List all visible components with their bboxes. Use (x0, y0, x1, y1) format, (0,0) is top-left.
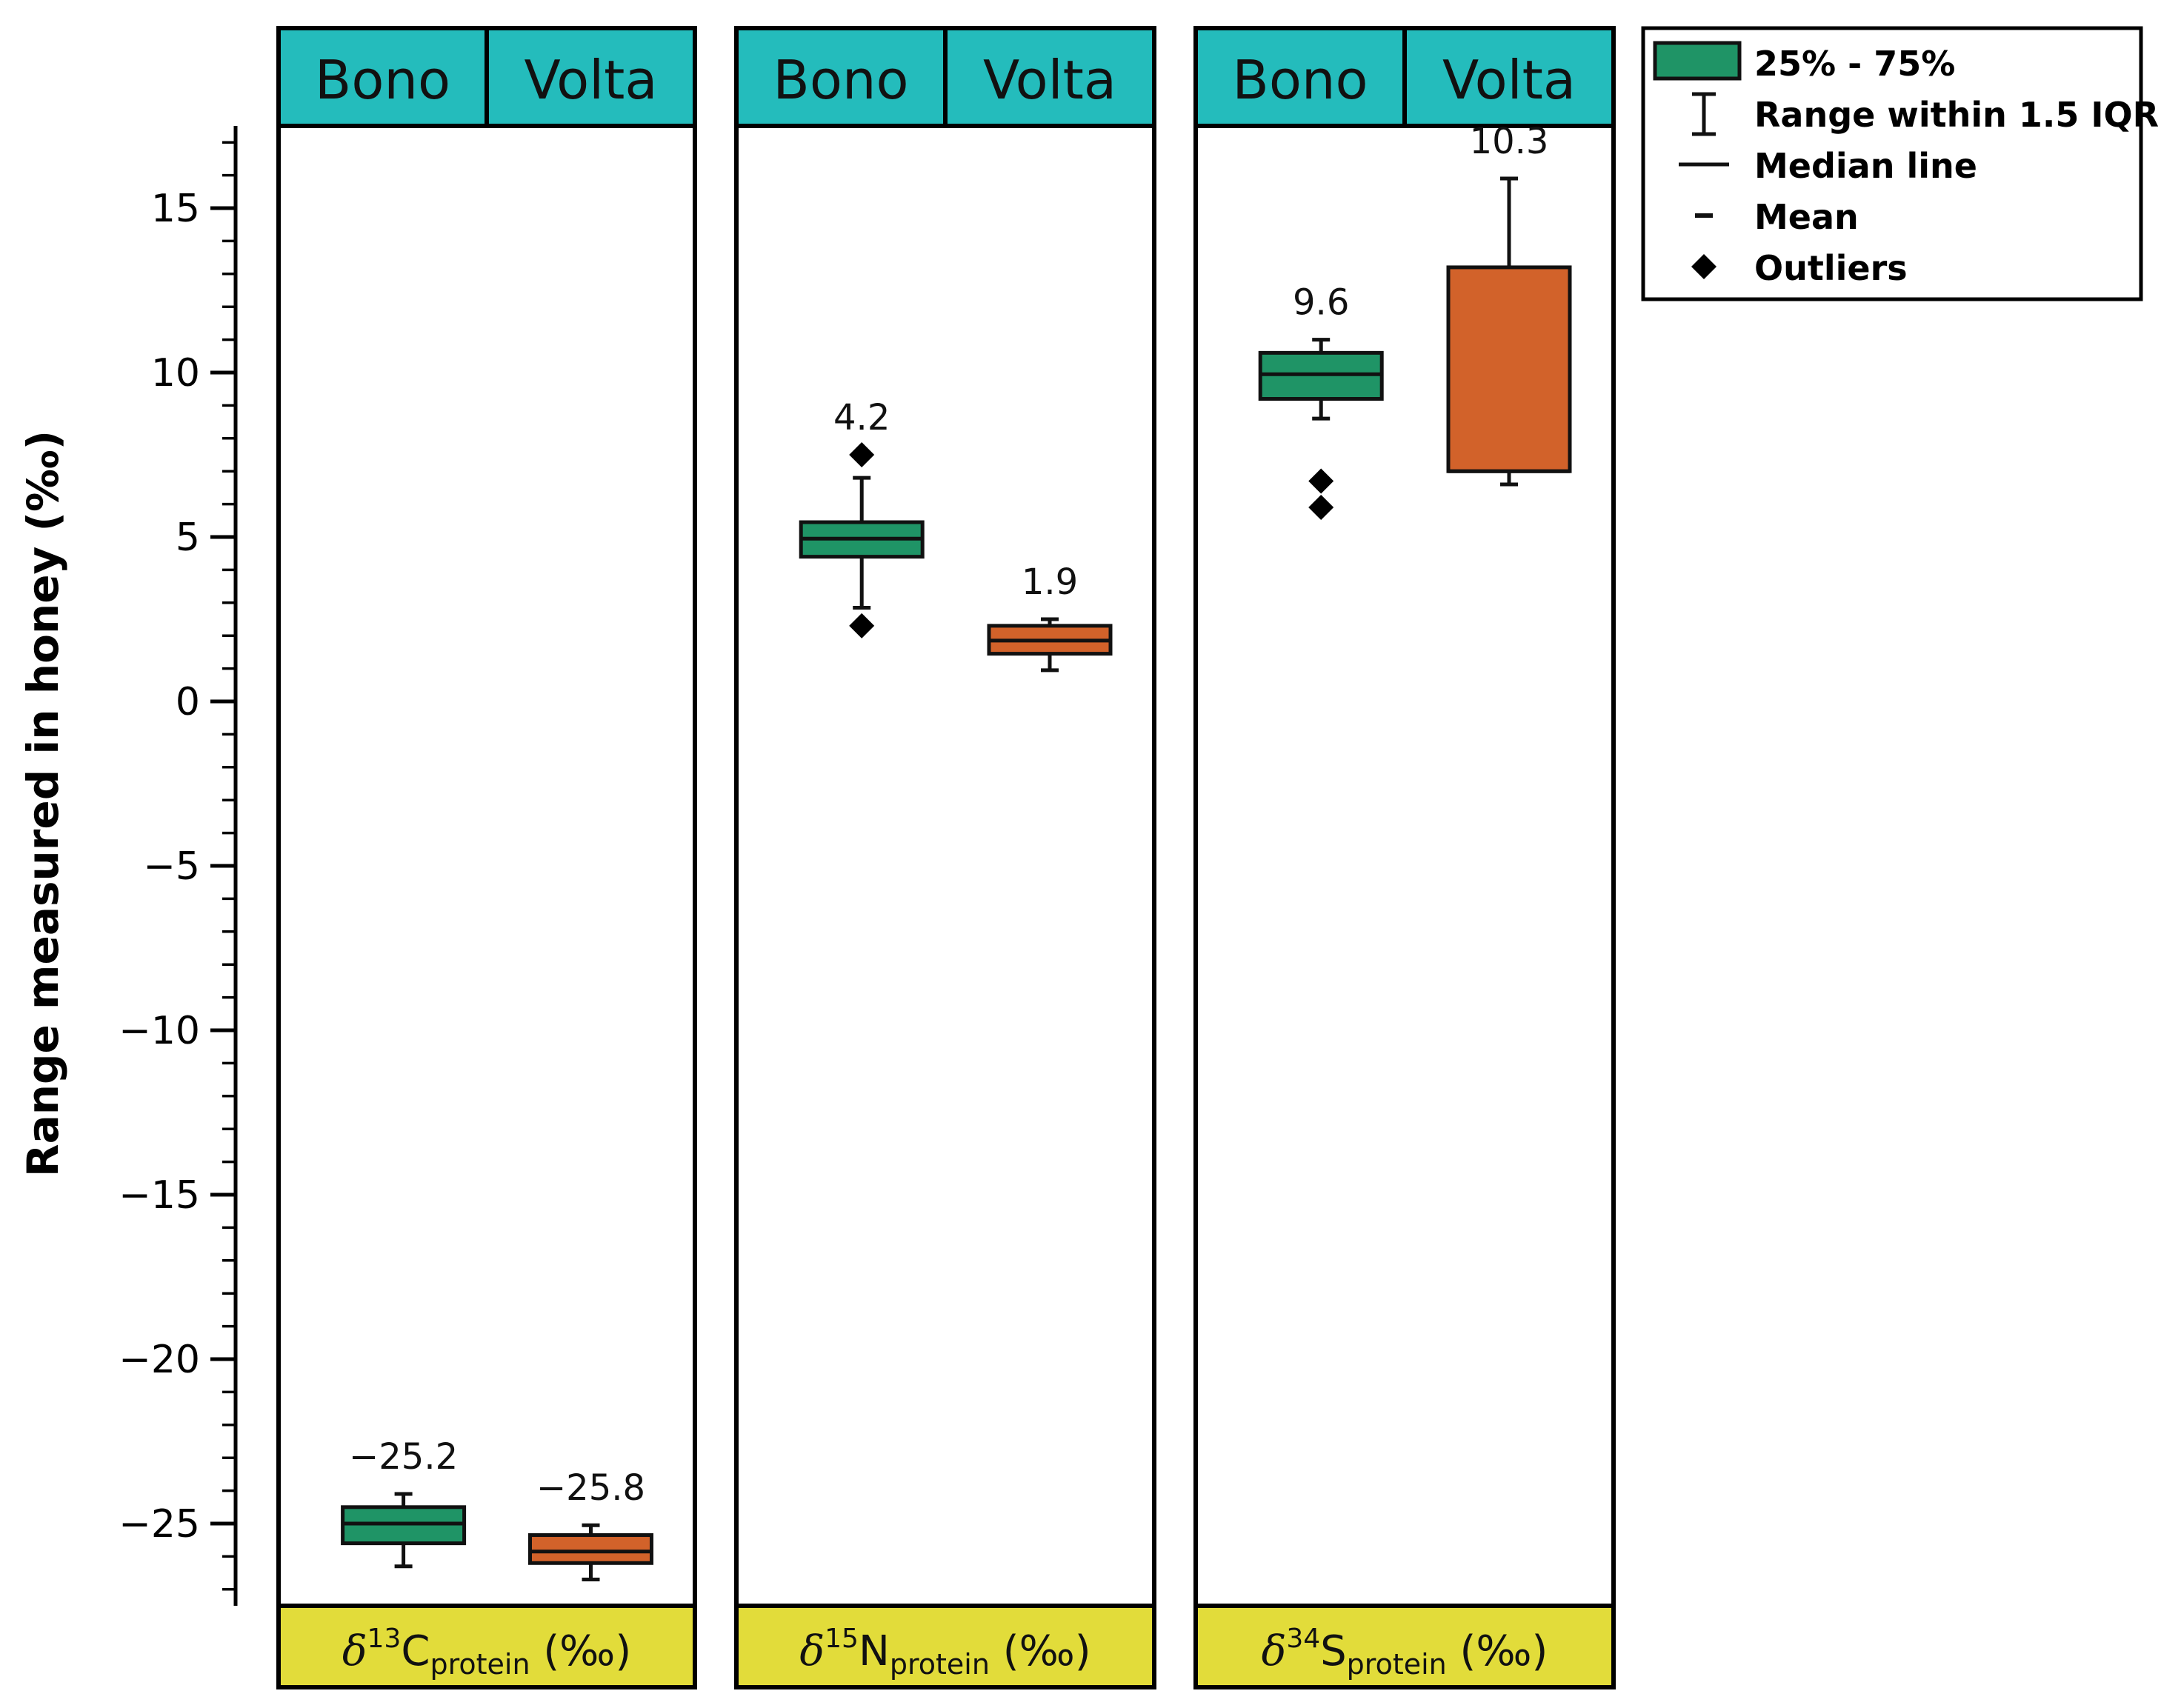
group-label: Bono (315, 49, 450, 111)
mean-value-label: 1.9 (1022, 561, 1078, 603)
panel: Bono Volta 𝛿34Sprotein (‰) 9.6 10.3 (1193, 26, 1616, 1689)
group-label: Volta (524, 49, 657, 111)
iqr-box (1446, 265, 1572, 473)
y-tick-label: −5 (143, 844, 200, 889)
box-volta: −25.8 (528, 1467, 653, 1581)
y-tick-label: −15 (119, 1173, 200, 1218)
legend-item: Outliers (1691, 248, 1908, 288)
panels: Bono Volta 𝛿13Cprotein (‰) −25.2 −25.8 Bono Vo… (276, 26, 1616, 1689)
box-volta: 1.9 (987, 561, 1113, 673)
legend-item: Range within 1.5 IQR (1692, 92, 2159, 136)
legend-box-symbol (1653, 41, 1742, 81)
box-bono: −25.2 (341, 1436, 467, 1569)
legend-item: 25% - 75% (1653, 41, 1955, 84)
y-tick-label: 15 (151, 187, 200, 231)
y-tick-label: −10 (119, 1009, 200, 1053)
legend-label: Outliers (1754, 248, 1908, 288)
legend-item: Median line (1679, 146, 1977, 186)
mean-value-label: 9.6 (1293, 282, 1349, 324)
outlier-point (1308, 468, 1334, 494)
y-tick-label: 5 (176, 516, 200, 560)
y-tick-label: −20 (119, 1338, 200, 1382)
box-bono: 4.2 (799, 397, 925, 638)
y-tick-label: −25 (119, 1502, 200, 1547)
legend-label: Range within 1.5 IQR (1754, 95, 2159, 135)
legend-outlier-symbol (1691, 254, 1717, 279)
y-tick-label: 0 (176, 680, 200, 724)
group-label: Volta (1442, 49, 1576, 111)
legend-label: 25% - 75% (1754, 44, 1955, 84)
panel-footer (734, 1604, 1156, 1689)
y-tick-label: 10 (151, 351, 200, 396)
outlier-point (849, 442, 875, 467)
panel-axis-label: 𝛿13Cprotein (‰) (342, 1624, 631, 1681)
panel-frame (734, 124, 1156, 1608)
group-label: Volta (983, 49, 1116, 111)
legend-label: Mean (1754, 197, 1859, 237)
panel: Bono Volta 𝛿15Nprotein (‰) 4.2 1.9 (734, 26, 1156, 1689)
panel-footer (1193, 1604, 1616, 1689)
legend: 25% - 75% Range within 1.5 IQR Median line… (1641, 26, 2159, 301)
group-label: Bono (773, 49, 908, 111)
panel: Bono Volta 𝛿13Cprotein (‰) −25.2 −25.8 (276, 26, 697, 1689)
panel-axis-label: 𝛿34Sprotein (‰) (1262, 1624, 1548, 1681)
outlier-point (1308, 495, 1334, 521)
mean-value-label: −25.8 (536, 1467, 645, 1509)
mean-value-label: −25.2 (349, 1436, 458, 1478)
y-axis: 15 10 5 0 −5 −10 −15 −20 −25 (119, 126, 238, 1606)
iqr-box (528, 1533, 653, 1565)
legend-label: Median line (1754, 146, 1977, 186)
panel-axis-label: 𝛿15Nprotein (‰) (799, 1624, 1091, 1681)
box-volta: 10.3 (1446, 121, 1572, 487)
mean-value-label: 4.2 (833, 397, 890, 438)
panel-frame (276, 124, 697, 1608)
group-label: Bono (1232, 49, 1368, 111)
panel-footer (276, 1604, 697, 1689)
mean-value-label: 10.3 (1470, 121, 1549, 162)
outlier-point (849, 613, 875, 638)
legend-item: Mean (1695, 197, 1859, 237)
y-axis-label: Range measured in honey (‰) (18, 430, 68, 1177)
box-bono: 9.6 (1258, 282, 1384, 521)
